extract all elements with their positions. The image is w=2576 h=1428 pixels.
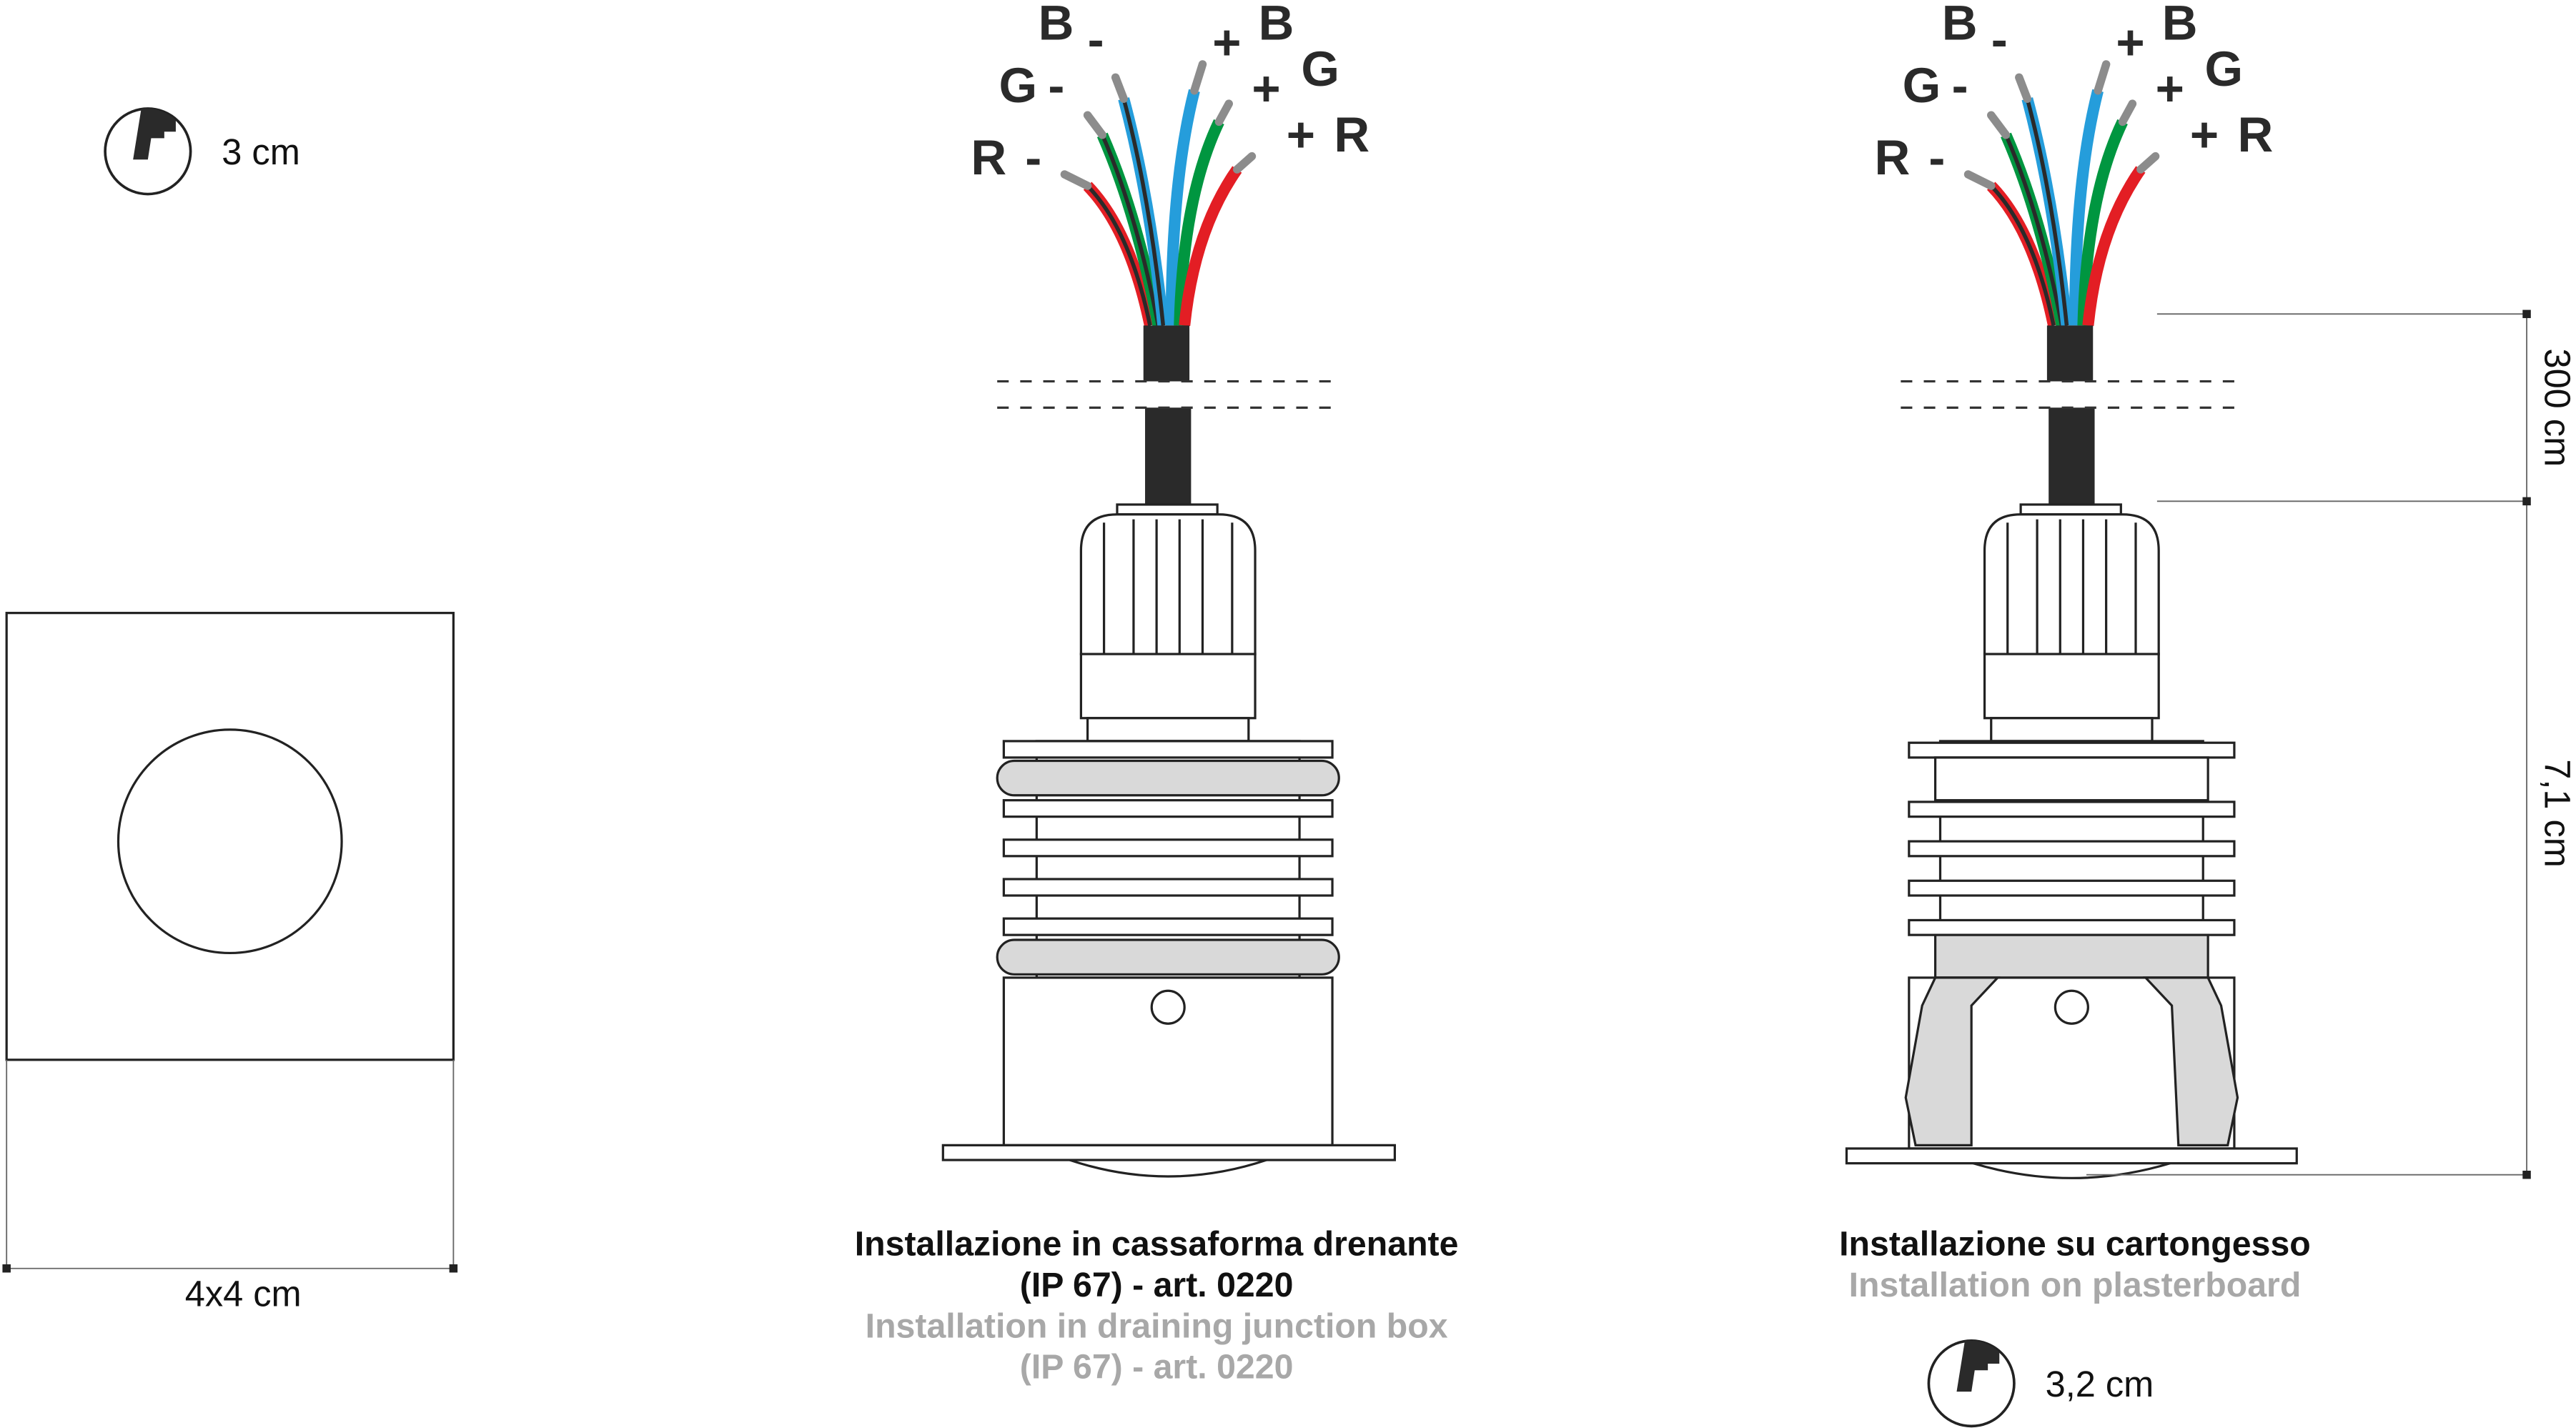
svg-text:-: -	[1991, 11, 2008, 66]
svg-text:-: -	[1025, 130, 1041, 185]
hole-cutter-icon	[104, 106, 192, 196]
svg-text:-: -	[1048, 58, 1064, 113]
svg-text:R: R	[971, 130, 1006, 185]
right-fixture: B- G- R- +B +G +R 300 cm 7,1 cm Installa…	[1839, 0, 2576, 1428]
svg-text:G: G	[999, 58, 1037, 113]
svg-text:+: +	[1212, 15, 1241, 70]
hole-cutter-icon-right	[1927, 1339, 2016, 1428]
hole-size-label-right: 3,2 cm	[2046, 1364, 2154, 1404]
caption-en: Installation on plasterboard	[1849, 1266, 2302, 1304]
left-front-view: 3 cm 4x4 cm	[2, 106, 458, 1314]
svg-text:-: -	[1928, 130, 1945, 185]
svg-text:B: B	[1039, 0, 1074, 50]
svg-text:+: +	[1252, 61, 1280, 116]
rgb-wires-cable-gland-right	[1901, 64, 2242, 741]
svg-text:-: -	[1952, 58, 1968, 113]
wire-labels: B- G- R- +B +G +R	[971, 0, 1369, 185]
caption-it-line1: Installazione in cassaforma drenante	[855, 1224, 1459, 1263]
caption-en-line2: (IP 67) - art. 0220	[1020, 1348, 1294, 1387]
svg-text:B: B	[1942, 0, 1978, 50]
body-height-label: 7,1 cm	[2537, 759, 2576, 868]
caption-it: Installazione su cartongesso	[1839, 1224, 2311, 1263]
wire-labels-right: B- G- R- +B +G +R	[1875, 0, 2274, 185]
svg-text:+: +	[2156, 61, 2184, 116]
svg-text:B: B	[2162, 0, 2198, 50]
svg-text:+: +	[2190, 107, 2219, 162]
lens-circle	[117, 728, 343, 955]
svg-text:R: R	[1875, 130, 1911, 185]
svg-text:B: B	[1259, 0, 1294, 50]
rgb-wires-cable-gland	[997, 64, 1339, 741]
svg-text:R: R	[1334, 107, 1369, 162]
svg-text:G: G	[2205, 41, 2244, 96]
svg-text:R: R	[2238, 107, 2274, 162]
svg-text:+: +	[1287, 107, 1315, 162]
caption-en-line1: Installation in draining junction box	[866, 1306, 1448, 1345]
spring-clip-left	[1904, 976, 2001, 1146]
caption-it-line2: (IP 67) - art. 0220	[1020, 1266, 1294, 1304]
cable-length-label: 300 cm	[2537, 348, 2576, 467]
hole-size-label: 3 cm	[222, 132, 300, 172]
svg-text:G: G	[1903, 58, 1941, 113]
center-fixture: B- G- R- +B +G +R Installazione in cassa…	[855, 0, 1459, 1387]
svg-text:+: +	[2116, 15, 2144, 70]
svg-text:-: -	[1088, 11, 1104, 66]
spring-clip-right	[2143, 976, 2239, 1146]
svg-text:G: G	[1301, 41, 1339, 96]
frame-size-label: 4x4 cm	[185, 1274, 302, 1314]
